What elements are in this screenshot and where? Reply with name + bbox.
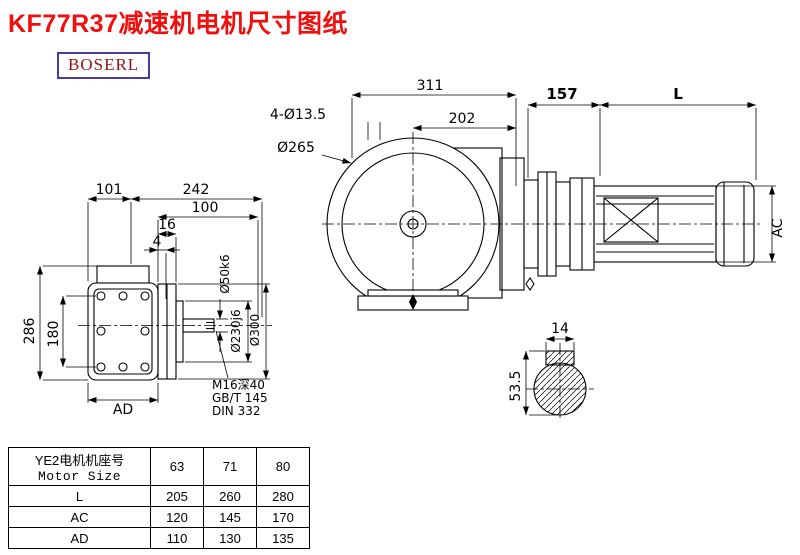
- dim-180-label: 180: [46, 321, 62, 348]
- table-cell: 280: [256, 485, 310, 507]
- housing-top-step: [96, 265, 150, 284]
- motor-size-table: YE2电机机座号 Motor Size 63 71 80 L 205 260 2…: [8, 447, 310, 549]
- dim-4-label: 4: [153, 234, 162, 250]
- section-arrow-marker: [409, 294, 417, 310]
- dim-spigot-diameter-label: Ø230j6: [229, 309, 243, 352]
- dim-key-height-label: 53.5: [508, 370, 524, 401]
- dim-bolt-holes-label: 4-Ø13.5: [270, 107, 326, 123]
- table-cell: 130: [203, 527, 257, 549]
- gear-housing: [87, 282, 159, 381]
- table-cell: 135: [256, 527, 310, 549]
- shaft-section-dimension-lines: [523, 336, 575, 416]
- table-cell: 205: [150, 485, 204, 507]
- row-label-AC: AC: [8, 506, 151, 528]
- table-row-L: L 205 260 280: [8, 485, 310, 507]
- detail-marker: [525, 277, 535, 291]
- dim-shaft-diameter-label: Ø50k6: [218, 254, 232, 293]
- table-header-en: Motor Size: [37, 468, 121, 484]
- page-title: KF77R37减速机电机尺寸图纸: [8, 10, 348, 38]
- table-header-motor-size: YE2电机机座号 Motor Size: [8, 447, 151, 486]
- table-cell: 170: [256, 506, 310, 528]
- shaft-section-geometry: [526, 343, 594, 421]
- table-cell: 145: [203, 506, 257, 528]
- note-std1-label: GB/T 145: [212, 391, 268, 405]
- side-view-dimension-lines: [37, 196, 270, 403]
- dim-100-label: 100: [192, 200, 219, 216]
- dim-157-label: 157: [546, 85, 577, 103]
- dim-16-label: 16: [158, 217, 176, 233]
- table-cell: 120: [150, 506, 204, 528]
- dim-286-label: 286: [22, 318, 38, 345]
- dim-242-label: 242: [183, 182, 210, 198]
- row-label-L: L: [8, 485, 151, 507]
- flange-spigot: [175, 300, 184, 363]
- front-view-centerlines: [322, 132, 762, 310]
- note-std2-label: DIN 332: [212, 404, 260, 418]
- table-size-80: 80: [256, 447, 310, 486]
- side-view-geometry: [87, 265, 215, 381]
- table-cell: 260: [203, 485, 257, 507]
- table-size-63: 63: [150, 447, 204, 486]
- note-tap-label: M16深40: [212, 378, 265, 392]
- table-row-AD: AD 110 130 135: [8, 527, 310, 549]
- dim-AD-label: AD: [113, 402, 133, 418]
- dim-L-label: L: [673, 85, 683, 103]
- shaft-section-dimension-labels: 14 53.5: [508, 321, 569, 402]
- front-view-dimension-labels: 311 202 4-Ø13.5 Ø265 157 L AC: [270, 78, 786, 238]
- table-row-AC: AC 120 145 170: [8, 506, 310, 528]
- dim-flange-outer-label: Ø300: [248, 314, 262, 346]
- dim-202-label: 202: [449, 111, 476, 127]
- side-view-dimension-labels: 101 242 100 16 4 286 180 AD Ø50k6 Ø230j6…: [22, 182, 268, 418]
- table-cell: 110: [150, 527, 204, 549]
- table-size-71: 71: [203, 447, 257, 486]
- dim-key-width-label: 14: [551, 321, 569, 337]
- table-header-row: YE2电机机座号 Motor Size 63 71 80: [8, 447, 310, 486]
- dim-101-label: 101: [96, 182, 123, 198]
- dim-AC-label: AC: [770, 218, 786, 237]
- motor-terminal-box: [603, 197, 659, 243]
- row-label-AD: AD: [8, 527, 151, 549]
- front-view-dimension-lines: [321, 92, 776, 263]
- dim-flange-diameter-label: Ø265: [277, 140, 315, 156]
- dim-311-label: 311: [417, 78, 444, 94]
- table-header-cn: YE2电机机座号: [34, 452, 125, 468]
- boserl-logo: BOSERL: [57, 52, 151, 79]
